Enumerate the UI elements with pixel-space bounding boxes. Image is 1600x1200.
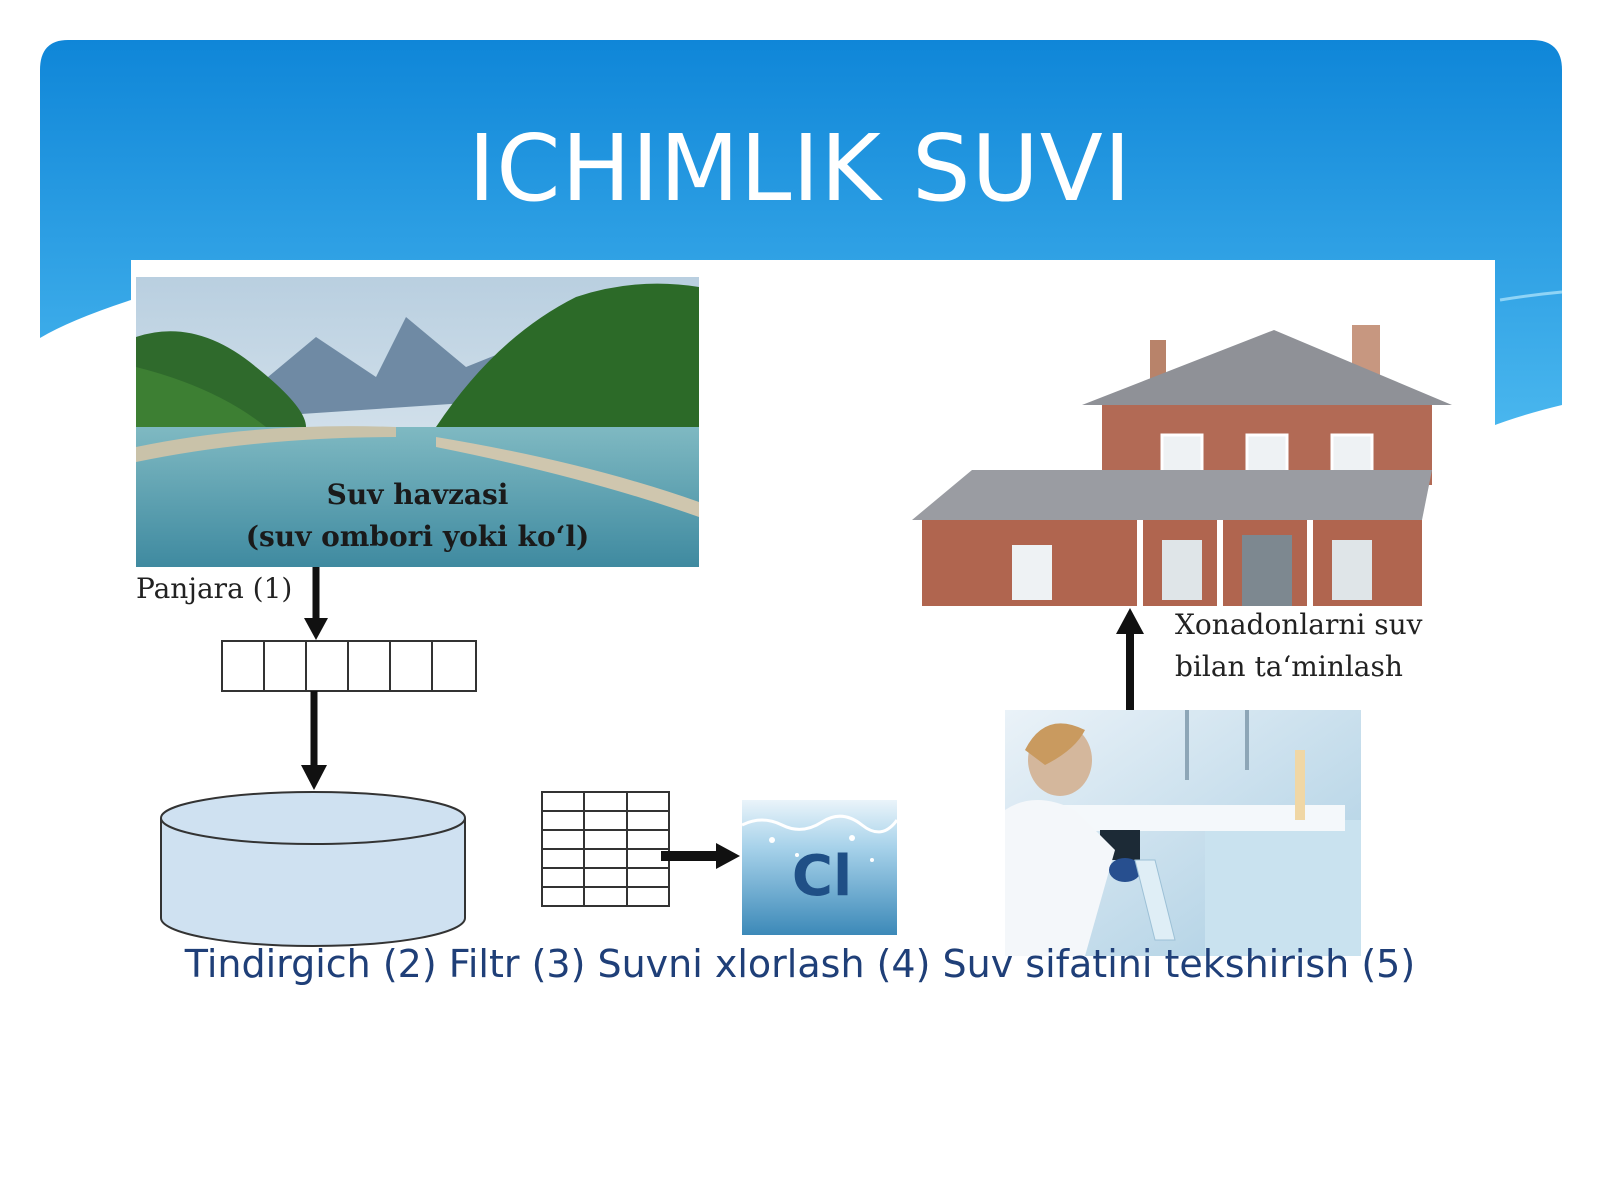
lake-label-line1: Suv havzasi <box>326 478 509 511</box>
chlorine-tile: Cl <box>742 800 897 935</box>
house-photo <box>912 320 1452 606</box>
slide-title: ICHIMLIK SUVI <box>468 115 1132 222</box>
arrow-grate-to-settler <box>301 691 327 790</box>
supply-label-line2: bilan ta‘minlash <box>1175 650 1403 683</box>
chlorine-symbol: Cl <box>792 844 852 909</box>
lake-photo <box>136 277 699 567</box>
grate-box <box>221 640 477 692</box>
process-caption-text: Tindirgich (2) Filtr (3) Suvni xlorlash … <box>184 948 1416 986</box>
process-caption: Tindirgich (2) Filtr (3) Suvni xlorlash … <box>0 948 1600 988</box>
lab-photo <box>1005 710 1361 956</box>
supply-label-line1: Xonadonlarni suv <box>1175 608 1423 641</box>
arrow-lake-to-grate <box>304 567 328 640</box>
arrow-lab-to-house <box>1116 608 1144 710</box>
arrow-filter-to-chlorine <box>661 843 740 869</box>
grate-label: Panjara (1) <box>136 572 293 605</box>
settling-tank <box>160 791 466 947</box>
lake-label-line2: (suv ombori yoki ko‘l) <box>245 520 590 553</box>
filter-grid <box>541 791 670 907</box>
